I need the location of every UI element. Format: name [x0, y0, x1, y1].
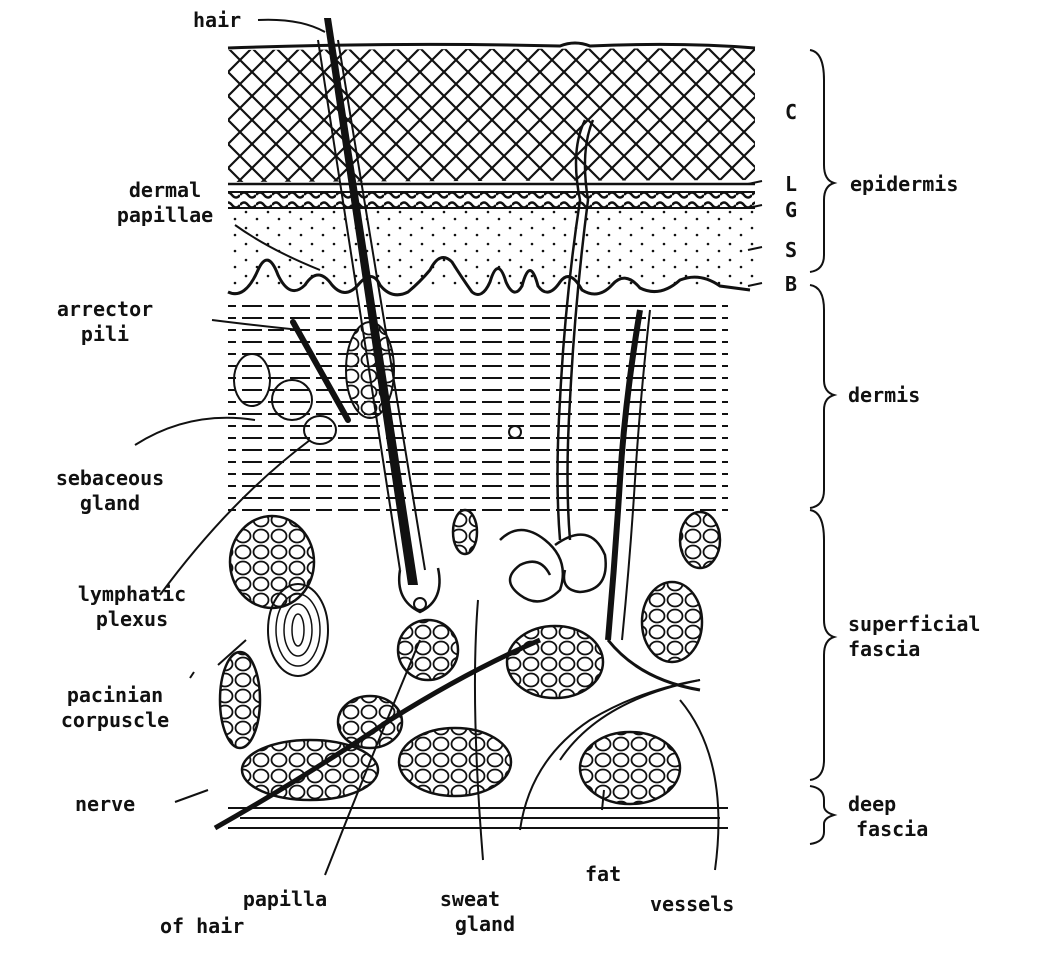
deep-fascia-brace: [810, 786, 834, 844]
label-superficial-fascia: superficial fascia: [848, 612, 980, 662]
label-hair: hair: [193, 8, 241, 33]
layer-braces: [810, 50, 834, 844]
label-sebaceous-gland: sebaceous gland: [20, 466, 200, 516]
label-sublayer-b: B: [785, 272, 797, 297]
label-sublayer-c: C: [785, 100, 797, 125]
dermis-tissue: [228, 295, 728, 515]
label-fat: fat: [585, 862, 621, 887]
label-papilla-of-hair-line1: papilla: [210, 887, 360, 912]
label-epidermis: epidermis: [850, 172, 958, 197]
dermis-brace: [810, 285, 834, 508]
epidermis-brace: [810, 50, 834, 272]
label-arrector-pili: arrector pili: [20, 297, 190, 347]
label-vessels: vessels: [650, 892, 734, 917]
label-sublayer-s: S: [785, 238, 797, 263]
label-dermal-papillae: dermal papillae: [90, 178, 240, 228]
label-papilla-of-hair-line2: of hair: [160, 914, 244, 939]
stratum-corneum: [228, 43, 755, 182]
label-dermis: dermis: [848, 383, 920, 408]
label-sweat-gland: sweat gland: [400, 887, 540, 937]
label-sublayer-l: L: [785, 172, 797, 197]
label-deep-fascia: deep fascia: [848, 792, 928, 842]
label-pacinian-corpuscle: pacinian corpuscle: [20, 683, 210, 733]
label-nerve: nerve: [75, 792, 135, 817]
superficial-fascia-brace: [810, 510, 834, 780]
label-lymphatic-plexus: lymphatic plexus: [42, 582, 222, 632]
label-sublayer-g: G: [785, 198, 797, 223]
deep-fascia-tissue: [228, 808, 728, 828]
